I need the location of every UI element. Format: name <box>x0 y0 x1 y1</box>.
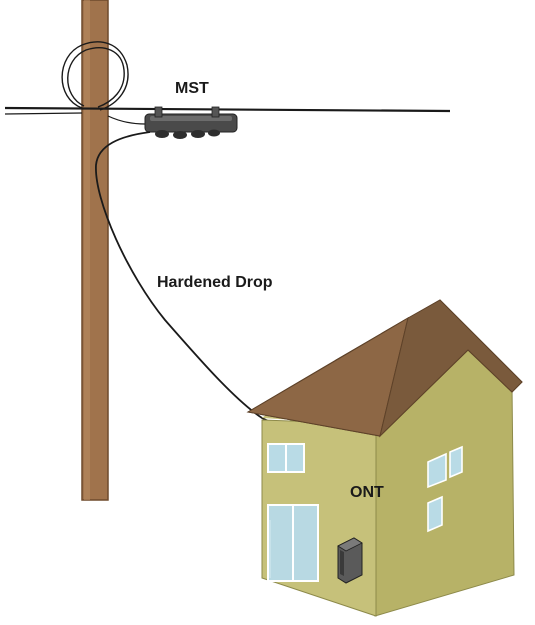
hardened-drop-label: Hardened Drop <box>157 274 273 291</box>
mst-label: MST <box>175 80 209 97</box>
house <box>246 299 523 617</box>
ont-box <box>337 537 363 584</box>
ont-label: ONT <box>350 484 384 501</box>
front-window <box>267 443 305 473</box>
side-window-lower <box>427 495 443 533</box>
front-door <box>267 504 319 582</box>
slack-loop-coil <box>61 41 129 111</box>
side-window-upper <box>427 445 463 489</box>
mst-terminal <box>144 106 238 139</box>
utility-pole <box>81 0 109 501</box>
aerial-strand <box>4 106 451 125</box>
